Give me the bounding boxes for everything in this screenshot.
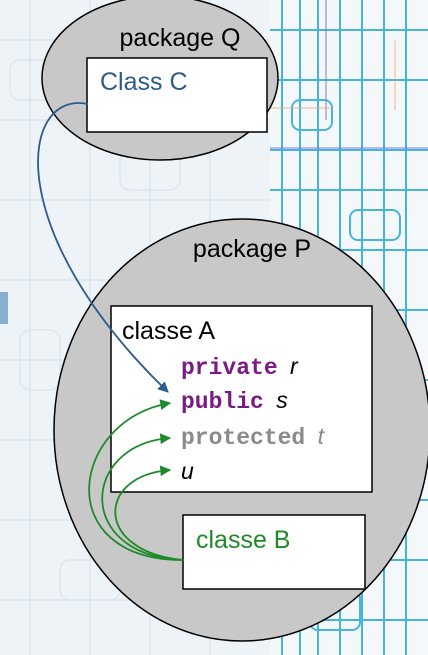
arrow-class-c-to-public <box>37 102 169 393</box>
class-c-box <box>86 57 268 133</box>
member-name-s: s <box>276 387 288 413</box>
member-name-u: u <box>181 458 194 484</box>
arrow-class-b-to-protected <box>101 433 184 561</box>
access-arrows <box>37 102 184 561</box>
member-row-protected: protected t <box>181 423 326 451</box>
package-p: package P classe A private r public s pr… <box>53 218 428 642</box>
member-name-r: r <box>290 353 299 379</box>
member-modifier-protected: protected <box>181 425 305 451</box>
class-a-box <box>110 305 373 493</box>
package-q-label: package Q <box>120 24 241 52</box>
member-modifier-private: private <box>181 355 278 381</box>
member-row-private: private r <box>181 353 299 381</box>
arrow-class-b-to-public <box>88 399 184 561</box>
class-b-box <box>182 514 366 590</box>
member-name-t: t <box>318 423 326 449</box>
member-row-public: public s <box>181 387 288 415</box>
class-b-label: classe B <box>196 526 290 554</box>
package-q: package Q Class C <box>41 0 279 161</box>
member-modifier-public: public <box>181 389 264 415</box>
class-c-label: Class C <box>100 68 188 96</box>
class-a-label: classe A <box>122 317 215 345</box>
arrow-class-b-to-default <box>114 465 184 561</box>
package-p-label: package P <box>193 235 311 263</box>
member-row-default: u <box>181 458 194 484</box>
